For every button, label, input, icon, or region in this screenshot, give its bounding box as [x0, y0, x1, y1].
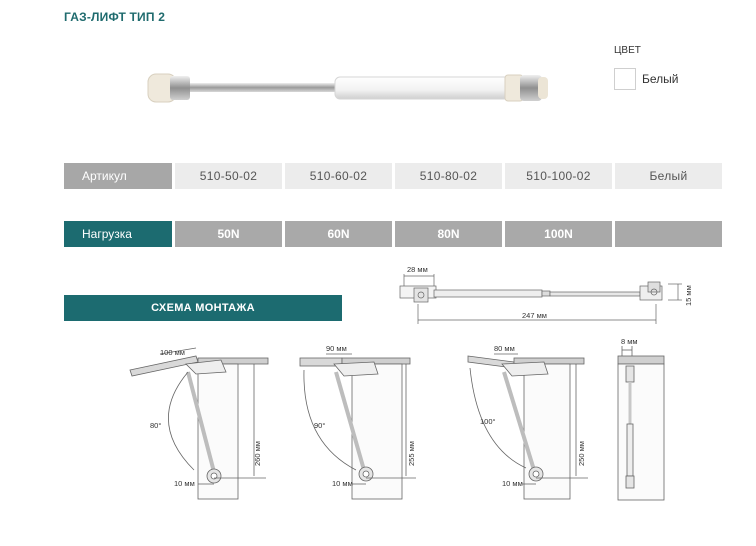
- dim-top-offset: 80 мм: [494, 344, 515, 353]
- dim-top-offset: 100 мм: [160, 348, 185, 357]
- dim-thickness: 8 мм: [621, 338, 638, 346]
- color-label: ЦВЕТ: [614, 45, 641, 56]
- dim-height: 250 мм: [577, 441, 586, 466]
- dim-bottom-offset: 10 мм: [332, 479, 353, 488]
- load-cell: [615, 221, 722, 247]
- dim-bottom-offset: 10 мм: [502, 479, 523, 488]
- dim-top-offset: 90 мм: [326, 344, 347, 353]
- load-cell: 50N: [175, 221, 282, 247]
- gas-lift-dimension-drawing: 28 мм 247 мм 15 мм: [399, 265, 693, 324]
- article-cell: Белый: [615, 163, 722, 189]
- page-title: ГАЗ-ЛИФТ ТИП 2: [64, 10, 166, 24]
- article-cell: 510-80-02: [395, 163, 502, 189]
- dim-height: 260 мм: [253, 441, 262, 466]
- load-cell: 80N: [395, 221, 502, 247]
- dim-bottom-offset: 10 мм: [174, 479, 195, 488]
- load-row: Нагрузка 50N 60N 80N 100N: [64, 221, 722, 247]
- article-cell: 510-100-02: [505, 163, 612, 189]
- load-header: Нагрузка: [64, 221, 172, 247]
- side-view-diagram: 8 мм: [617, 338, 665, 501]
- article-cell: 510-50-02: [175, 163, 282, 189]
- article-row: Артикул 510-50-02 510-60-02 510-80-02 51…: [64, 163, 722, 189]
- dim-width-top: 28 мм: [407, 265, 428, 274]
- dim-angle: 80°: [150, 421, 161, 430]
- gas-lift-photo: [147, 73, 548, 103]
- mounting-diagram-100: 80 мм 100° 250 мм 10 мм: [467, 344, 588, 500]
- scheme-title: СХЕМА МОНТАЖА: [64, 295, 342, 321]
- article-cell: 510-60-02: [285, 163, 392, 189]
- mounting-diagram-80: 100 мм 80° 260 мм 10 мм: [129, 347, 269, 500]
- dim-angle: 90°: [314, 421, 325, 430]
- color-name: Белый: [642, 72, 679, 86]
- load-cell: 100N: [505, 221, 612, 247]
- mounting-diagram-90: 90 мм 90° 255 мм 10 мм: [299, 344, 416, 500]
- dim-angle: 100°: [480, 417, 496, 426]
- article-header: Артикул: [64, 163, 172, 189]
- dim-height: 255 мм: [407, 441, 416, 466]
- color-swatch-white[interactable]: [614, 68, 636, 90]
- load-cell: 60N: [285, 221, 392, 247]
- dim-length: 247 мм: [522, 311, 547, 320]
- dim-height: 15 мм: [684, 285, 693, 306]
